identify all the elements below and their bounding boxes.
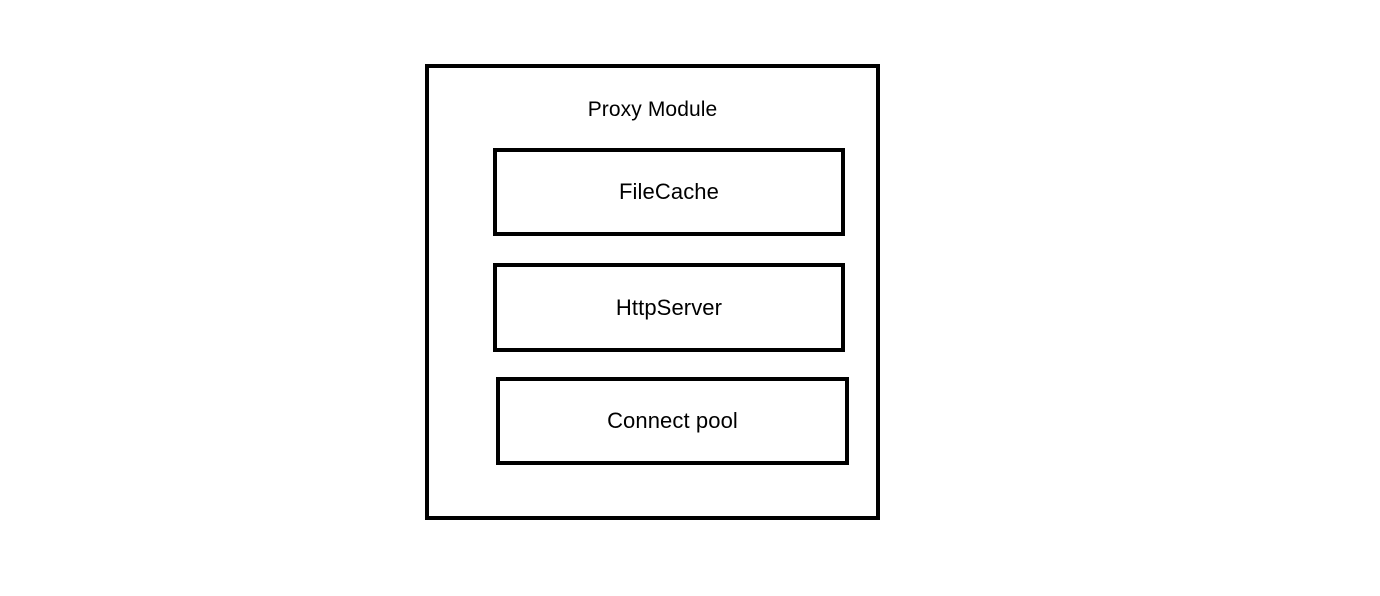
component-label-connect-pool: Connect pool <box>607 408 738 433</box>
component-label-filecache: FileCache <box>619 179 719 204</box>
component-box-filecache: FileCache <box>493 148 845 236</box>
component-box-connect-pool: Connect pool <box>496 377 849 465</box>
proxy-module-container: Proxy Module FileCache HttpServer Connec… <box>425 64 880 520</box>
proxy-module-title: Proxy Module <box>587 98 718 121</box>
component-box-httpserver: HttpServer <box>493 263 845 352</box>
component-label-httpserver: HttpServer <box>615 294 723 320</box>
